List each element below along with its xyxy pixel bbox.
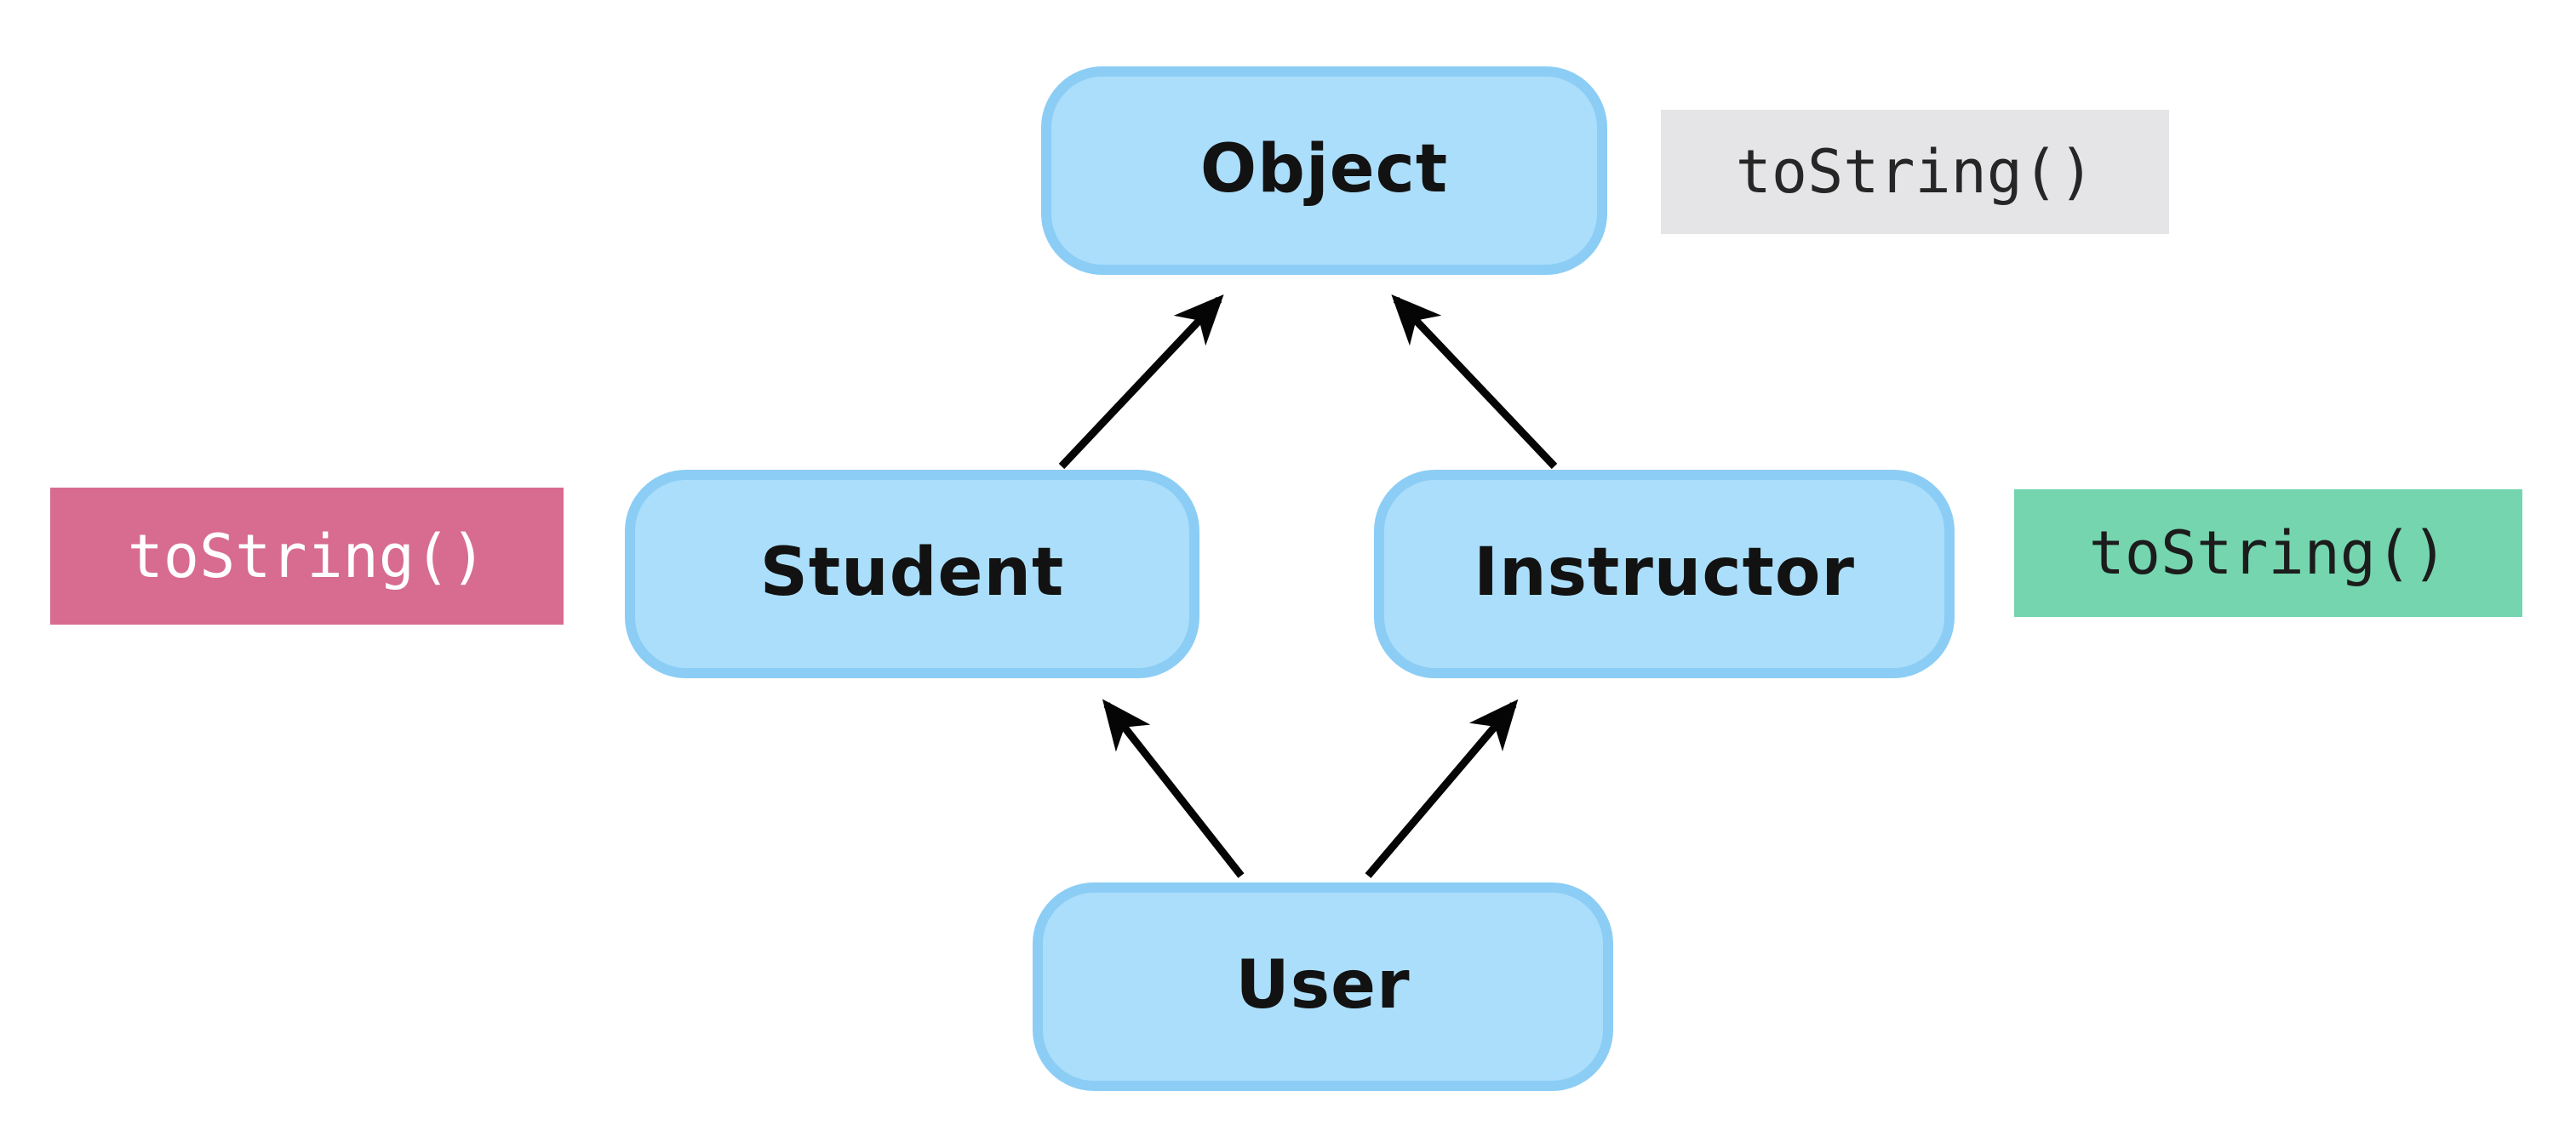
inheritance-arrow-user-to-instructor [1365,699,1519,878]
class-node-instructor-label: Instructor [1474,534,1855,611]
method-annotation-object-tostring: toString() [1661,110,2169,234]
class-node-object-label: Object [1199,130,1449,208]
method-annotation-student-tostring: toString() [50,488,564,625]
class-node-user-label: User [1235,946,1411,1024]
class-node-instructor: Instructor [1374,470,1955,678]
method-annotation-student-text: toString() [127,521,487,591]
method-annotation-object-text: toString() [1735,137,2095,207]
class-node-user: User [1033,882,1613,1091]
class-node-student-label: Student [759,534,1065,611]
class-node-student: Student [625,470,1199,678]
inheritance-arrow-instructor-to-object [1391,294,1558,470]
inheritance-arrow-student-to-object [1058,294,1224,470]
method-annotation-instructor-tostring: toString() [2014,489,2522,617]
inheritance-arrow-user-to-student [1102,699,1245,878]
method-annotation-instructor-text: toString() [2088,518,2448,588]
class-node-object: Object [1041,66,1607,275]
